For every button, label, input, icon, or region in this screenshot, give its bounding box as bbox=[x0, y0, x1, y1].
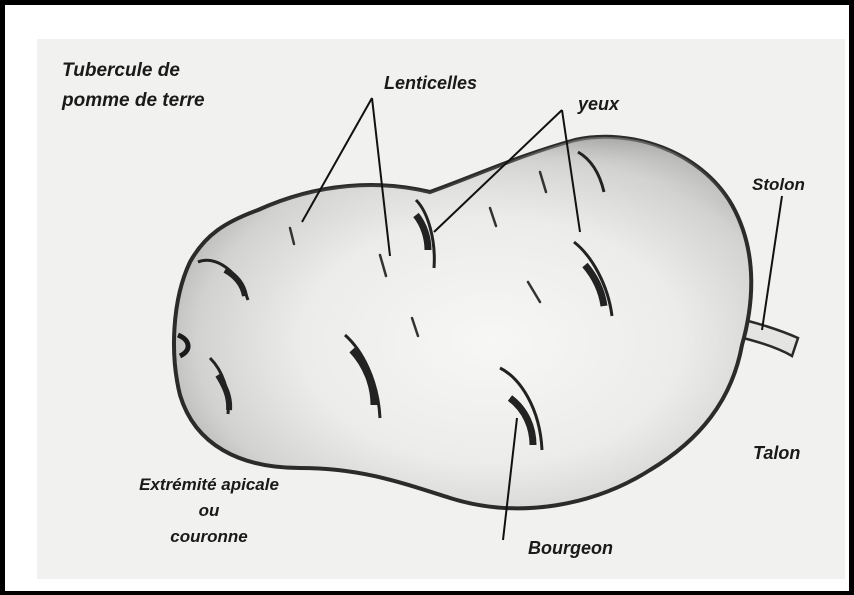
leader-stolon bbox=[762, 196, 782, 330]
label-bourgeon: Bourgeon bbox=[528, 538, 613, 558]
label-talon: Talon bbox=[753, 443, 800, 463]
label-lenticelles: Lenticelles bbox=[384, 73, 477, 93]
diagram-title-line2: pomme de terre bbox=[61, 90, 205, 111]
label-apex-line1: Extrémité apicale bbox=[139, 475, 279, 494]
diagram-title-line1: Tubercule de bbox=[62, 60, 180, 81]
label-yeux: yeux bbox=[577, 94, 620, 114]
label-stolon: Stolon bbox=[752, 175, 805, 194]
label-apex-line2: ou bbox=[199, 501, 220, 520]
label-apex-line3: couronne bbox=[170, 527, 247, 546]
